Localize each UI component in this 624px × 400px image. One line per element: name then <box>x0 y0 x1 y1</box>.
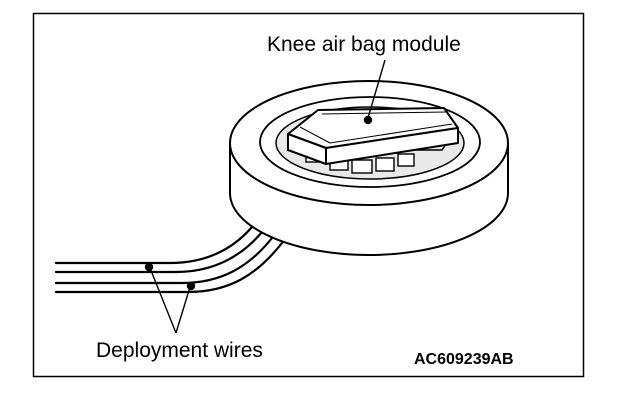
module-leader-dot <box>363 115 373 125</box>
connector-block-4 <box>397 153 415 167</box>
wire-2 <box>54 230 264 274</box>
figure-code: AC609239AB <box>414 351 514 368</box>
connector-block-3 <box>375 157 395 172</box>
connector-block-2 <box>351 159 373 174</box>
module-seam <box>321 111 447 115</box>
wire-4 <box>54 241 284 294</box>
module-edge-detail <box>299 123 453 144</box>
wires-leader-dot-1 <box>144 262 154 272</box>
figure-frame <box>32 12 585 378</box>
air-bag-module <box>287 107 459 165</box>
wires-leader-dot-2 <box>186 281 196 291</box>
module-side <box>325 127 459 165</box>
module-label: Knee air bag module <box>267 33 461 56</box>
wires-leader <box>144 262 196 334</box>
deployment-wires <box>54 225 284 294</box>
module-leader <box>363 59 386 125</box>
wires-label: Deployment wires <box>96 339 263 362</box>
wire-1 <box>54 225 254 265</box>
wire-3 <box>54 236 274 285</box>
